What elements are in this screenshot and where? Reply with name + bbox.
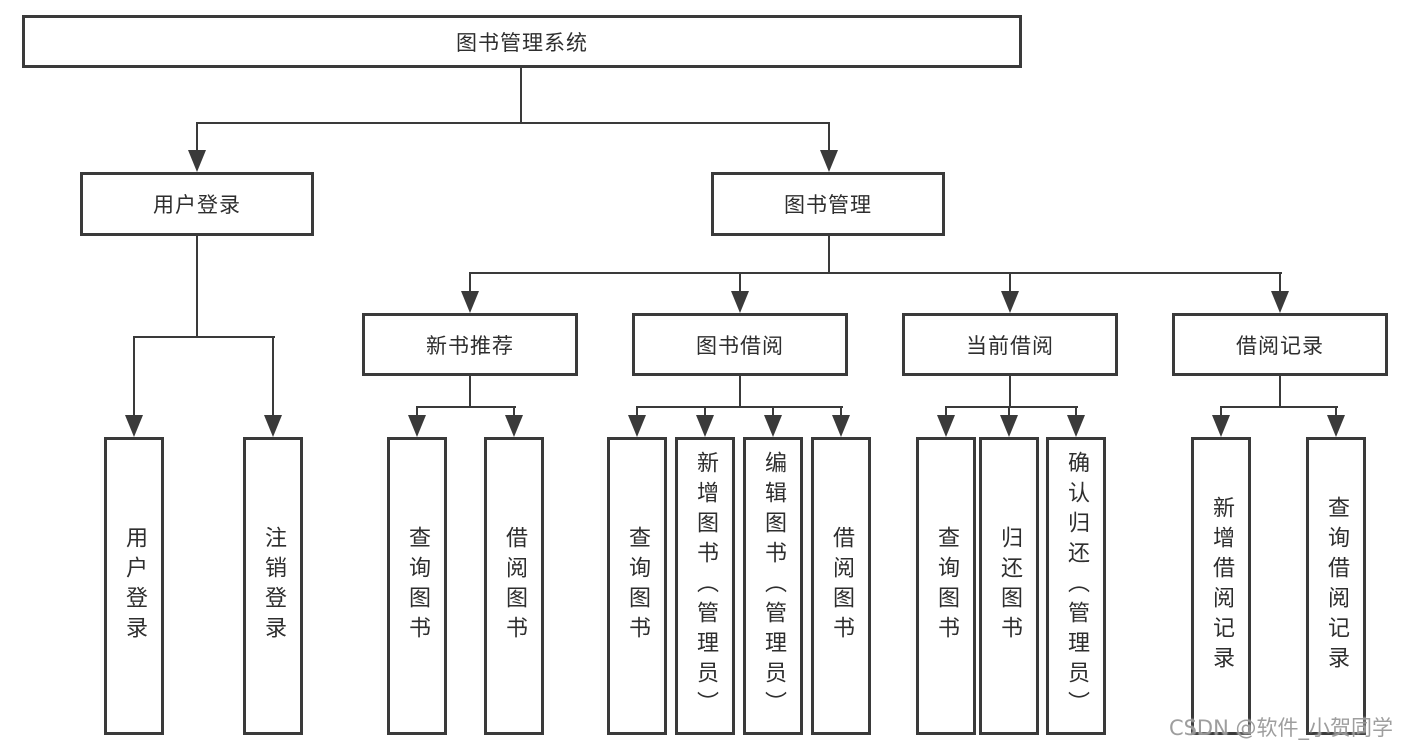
connector-vline — [1008, 406, 1010, 418]
arrow-down-icon — [188, 150, 206, 172]
connector-vline — [272, 336, 274, 418]
leaf-query-books-current: 查询图书 — [916, 437, 976, 735]
connector-hline — [945, 406, 1078, 408]
connector-vline — [1009, 376, 1011, 408]
leaf-confirm-return-admin: 确认归还（管理员） — [1046, 437, 1106, 735]
arrow-down-icon — [461, 291, 479, 313]
connector-vline — [828, 236, 830, 274]
leaf-label: 查询图书 — [405, 526, 430, 646]
connector-vline — [772, 406, 774, 418]
connector-vline — [1335, 406, 1337, 418]
connector-vline — [469, 272, 471, 294]
connector-hline — [636, 406, 843, 408]
node-user-login: 用户登录 — [80, 172, 314, 236]
arrow-down-icon — [937, 415, 955, 437]
leaf-label: 用户登录 — [122, 526, 147, 646]
leaf-query-books-borrowing: 查询图书 — [607, 437, 667, 735]
leaf-user-login: 用户登录 — [104, 437, 164, 735]
leaf-label: 注销登录 — [261, 526, 286, 646]
connector-hline — [196, 122, 830, 124]
leaf-label: 确认归还（管理员） — [1064, 451, 1089, 721]
leaf-query-books-recommend: 查询图书 — [387, 437, 447, 735]
leaf-return-books: 归还图书 — [979, 437, 1039, 735]
arrow-down-icon — [505, 415, 523, 437]
connector-vline — [1009, 272, 1011, 294]
connector-vline — [1279, 376, 1281, 408]
leaf-label: 编辑图书（管理员） — [761, 451, 786, 721]
leaf-label: 查询图书 — [625, 526, 650, 646]
connector-vline — [636, 406, 638, 418]
connector-hline — [1220, 406, 1338, 408]
leaf-edit-books-admin: 编辑图书（管理员） — [743, 437, 803, 735]
arrow-down-icon — [820, 150, 838, 172]
connector-vline — [1220, 406, 1222, 418]
connector-vline — [1279, 272, 1281, 294]
arrow-down-icon — [1212, 415, 1230, 437]
connector-vline — [840, 406, 842, 418]
arrow-down-icon — [731, 291, 749, 313]
node-library-management-system: 图书管理系统 — [22, 15, 1022, 68]
arrow-down-icon — [628, 415, 646, 437]
connector-vline — [739, 272, 741, 294]
arrow-down-icon — [408, 415, 426, 437]
node-current-borrowing: 当前借阅 — [902, 313, 1118, 376]
leaf-logout: 注销登录 — [243, 437, 303, 735]
node-borrowing-records: 借阅记录 — [1172, 313, 1388, 376]
leaf-label: 归还图书 — [997, 526, 1022, 646]
connector-vline — [469, 376, 471, 408]
connector-vline — [739, 376, 741, 408]
arrow-down-icon — [1271, 291, 1289, 313]
connector-vline — [1075, 406, 1077, 418]
arrow-down-icon — [696, 415, 714, 437]
arrow-down-icon — [1000, 415, 1018, 437]
arrow-down-icon — [832, 415, 850, 437]
leaf-label: 查询图书 — [934, 526, 959, 646]
leaf-label: 新增图书（管理员） — [693, 451, 718, 721]
node-new-book-recommendation: 新书推荐 — [362, 313, 578, 376]
node-book-borrowing: 图书借阅 — [632, 313, 848, 376]
leaf-label: 借阅图书 — [829, 526, 854, 646]
leaf-label: 借阅图书 — [502, 526, 527, 646]
leaf-query-borrow-record: 查询借阅记录 — [1306, 437, 1366, 735]
leaf-add-borrow-record: 新增借阅记录 — [1191, 437, 1251, 735]
leaf-add-books-admin: 新增图书（管理员） — [675, 437, 735, 735]
connector-vline — [704, 406, 706, 418]
leaf-borrow-books-borrowing: 借阅图书 — [811, 437, 871, 735]
arrow-down-icon — [1001, 291, 1019, 313]
connector-vline — [196, 122, 198, 154]
csdn-watermark: CSDN @软件_小贺同学 — [1168, 716, 1393, 740]
leaf-label: 新增借阅记录 — [1209, 496, 1234, 676]
arrow-down-icon — [1067, 415, 1085, 437]
connector-vline — [133, 336, 135, 418]
node-book-management: 图书管理 — [711, 172, 945, 236]
connector-hline — [469, 272, 1282, 274]
connector-vline — [416, 406, 418, 418]
connector-vline — [513, 406, 515, 418]
arrow-down-icon — [1327, 415, 1345, 437]
connector-vline — [520, 68, 522, 124]
connector-vline — [945, 406, 947, 418]
connector-vline — [196, 236, 198, 338]
connector-vline — [828, 122, 830, 154]
connector-hline — [133, 336, 275, 338]
connector-hline — [416, 406, 516, 408]
leaf-label: 查询借阅记录 — [1324, 496, 1349, 676]
arrow-down-icon — [764, 415, 782, 437]
arrow-down-icon — [125, 415, 143, 437]
arrow-down-icon — [264, 415, 282, 437]
leaf-borrow-books-recommend: 借阅图书 — [484, 437, 544, 735]
